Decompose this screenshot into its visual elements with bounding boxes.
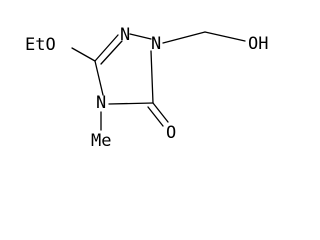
bond-c5-o-double-b [147,106,164,127]
bond-c3-n2-double-b [100,40,123,65]
atom-n1: N [151,34,161,54]
bond-c5-n4 [108,102,154,105]
atom-methyl: Me [91,131,111,151]
bond-n2-n1 [129,33,152,40]
bond-n1-c5 [150,50,154,104]
bond-c5-o-double-a [152,102,169,123]
atom-carbonyl-oxygen: O [166,123,176,143]
bond-n1-ch2 [162,31,206,44]
bond-c3-n2-double-a [94,34,119,62]
bond-n4-c3 [94,60,104,96]
molecule-drawing: N N N EtO OH Me O [25,25,268,151]
atom-n4: N [96,93,106,113]
bond-ch2-oh [204,31,246,42]
bond-c3-oet [71,47,96,62]
atom-hydroxyl: OH [248,34,268,54]
atom-ethoxy: EtO [25,35,56,55]
atom-n2: N [120,25,130,45]
structure-diagram: N N N EtO OH Me O [25,25,268,151]
